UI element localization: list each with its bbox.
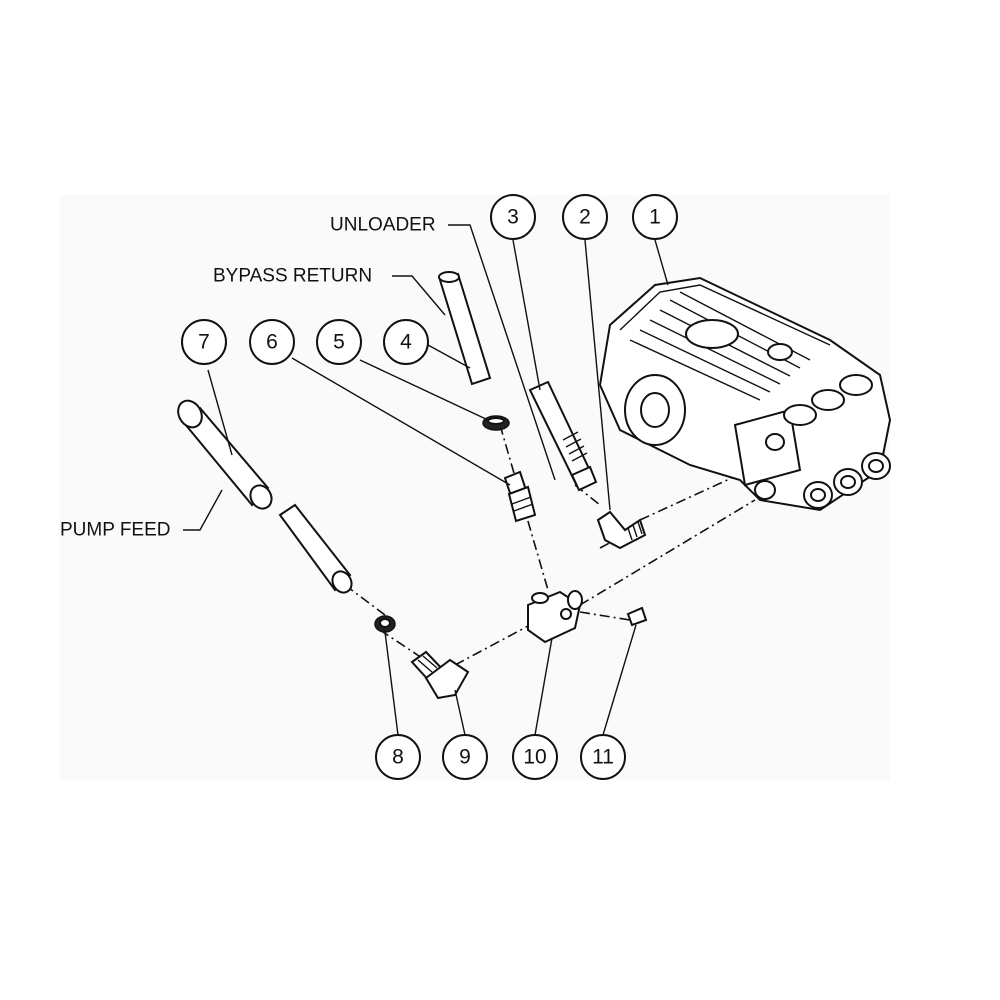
part-10-tee: [527, 590, 583, 644]
callout-10: 10: [512, 734, 558, 780]
callout-3-number: 3: [507, 206, 519, 229]
part-11-plug: [626, 606, 648, 627]
part-5-clamp: [482, 415, 510, 431]
pump-head-ports: [783, 374, 891, 509]
part-4-bypass-hose: [438, 271, 492, 386]
callout-4: 4: [383, 319, 429, 365]
callout-1: 1: [632, 194, 678, 240]
callout-4-number: 4: [400, 331, 412, 354]
callout-7: 7: [181, 319, 227, 365]
callout-7-number: 7: [198, 331, 210, 354]
callout-9: 9: [442, 734, 488, 780]
part-8-clamp: [374, 615, 396, 633]
callout-11-number: 11: [592, 746, 614, 769]
part-6-hose-barb: [503, 470, 537, 523]
part-2-elbow: [596, 510, 647, 550]
callout-6-number: 6: [266, 331, 278, 354]
pump-assembly: [598, 276, 892, 512]
callout-2: 2: [562, 194, 608, 240]
callout-6: 6: [249, 319, 295, 365]
part-3-unloader-hose: [528, 380, 598, 492]
label-pump-feed: PUMP FEED: [60, 520, 171, 541]
part-9-barb-elbow: [410, 650, 470, 700]
label-unloader: UNLOADER: [330, 215, 436, 236]
leader-lines: [183, 224, 669, 736]
callout-9-number: 9: [459, 746, 471, 769]
callout-1-number: 1: [649, 206, 661, 229]
callout-3: 3: [490, 194, 536, 240]
part-7-feed-hose: [177, 399, 353, 594]
callout-2-number: 2: [579, 206, 591, 229]
callout-8: 8: [375, 734, 421, 780]
callout-8-number: 8: [392, 746, 404, 769]
callout-5-number: 5: [333, 331, 345, 354]
callout-10-number: 10: [523, 746, 546, 769]
callout-5: 5: [316, 319, 362, 365]
label-bypass-return: BYPASS RETURN: [213, 266, 372, 287]
callout-11: 11: [580, 734, 626, 780]
